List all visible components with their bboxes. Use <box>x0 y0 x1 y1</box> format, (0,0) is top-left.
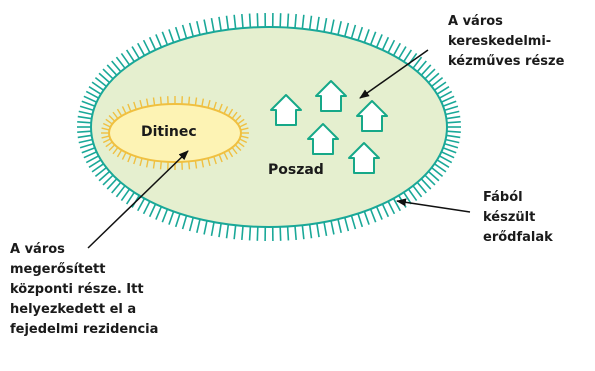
merchant-label-line: A város <box>448 14 503 29</box>
fortified-center-label: A város megerősített központi része. Itt… <box>10 240 158 340</box>
wooden-walls-label: Fából készült erődfalak <box>483 188 553 248</box>
merchant-label-line: kereskedelmi- <box>448 34 552 49</box>
merchant-label-line: kézműves része <box>448 54 565 69</box>
walls-label-line: Fából <box>483 190 523 205</box>
center-label-line: helyezkedett el a <box>10 302 137 317</box>
house-outline-icon <box>356 100 388 132</box>
ditinec-area <box>108 103 242 163</box>
merchant-arrow <box>359 49 429 99</box>
center-label-line: központi része. Itt <box>10 282 144 297</box>
center-label-line: megerősített <box>10 262 106 277</box>
house-outline-icon <box>307 123 339 155</box>
house-outline-icon <box>348 142 380 174</box>
center-label-line: fejedelmi rezidencia <box>10 322 159 337</box>
house-outline-icon <box>270 94 302 126</box>
merchant-quarter-label: A város kereskedelmi- kézműves része <box>448 12 564 72</box>
ditinec-label: Ditinec <box>141 124 197 140</box>
poszad-label: Poszad <box>268 162 324 178</box>
walls-label-line: erődfalak <box>483 230 553 245</box>
center-arrow <box>87 150 189 249</box>
house-outline-icon <box>315 80 347 112</box>
walls-arrow <box>396 198 471 213</box>
town-area <box>90 26 448 228</box>
houses-group <box>270 80 388 174</box>
walls-label-line: készült <box>483 210 536 225</box>
center-label-line: A város <box>10 242 65 257</box>
